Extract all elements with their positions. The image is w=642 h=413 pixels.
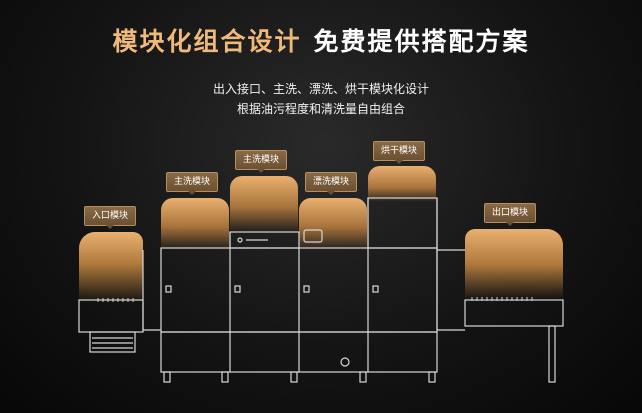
tag-outlet-module: 出口模块 (484, 203, 537, 226)
outlet-body (464, 299, 564, 327)
inlet-body (78, 299, 144, 333)
rinse-glow (299, 198, 367, 250)
page-title: 模块化组合设计免费提供搭配方案 (0, 22, 642, 58)
tag-main-wash-module-2: 主洗模块 (235, 150, 288, 173)
title-highlight: 模块化组合设计 (112, 27, 302, 56)
tag-rinse-module: 漂洗模块 (305, 172, 358, 195)
outlet-glow (465, 229, 563, 299)
drying-glow (368, 166, 436, 202)
inlet-glow (79, 232, 143, 302)
tag-drying-module: 烘干模块 (373, 141, 426, 164)
tag-inlet-module: 入口模块 (84, 206, 137, 229)
subtitle-line-2: 根据油污程度和清洗量自由组合 (236, 102, 405, 116)
main-wash-1-glow (161, 198, 229, 250)
main-wash-2-glow (230, 176, 298, 232)
inlet-drawer (89, 331, 136, 353)
title-rest: 免费提供搭配方案 (313, 27, 530, 56)
subtitle-line-1: 出入接口、主洗、漂洗、烘干模块化设计 (212, 82, 429, 96)
tag-main-wash-module-1: 主洗模块 (166, 172, 219, 195)
